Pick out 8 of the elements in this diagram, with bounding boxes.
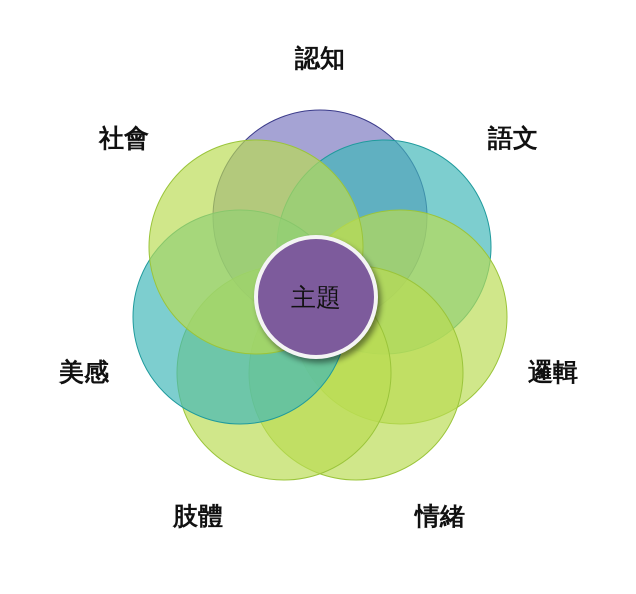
category-label: 社會 (99, 122, 149, 154)
category-label: 語文 (488, 122, 538, 154)
category-label: 認知 (295, 42, 345, 74)
category-label: 情緒 (415, 500, 465, 532)
topic-circle: 主題 (254, 235, 378, 359)
category-label: 邏輯 (528, 356, 578, 388)
category-label: 肢體 (173, 500, 223, 532)
category-label: 美感 (59, 356, 109, 388)
